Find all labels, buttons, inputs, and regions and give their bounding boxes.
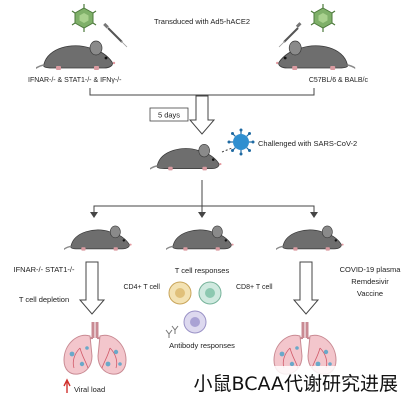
coronavirus-icon xyxy=(227,128,255,156)
cd4-cell-icon xyxy=(168,281,192,305)
antibody-icon xyxy=(165,325,179,338)
mouse-left-outcome xyxy=(64,225,133,254)
mouse-challenged xyxy=(150,143,223,174)
caption: 小鼠BCAA代谢研究进展 xyxy=(194,373,399,395)
b-cell-icon xyxy=(183,310,207,334)
down-arrow-1 xyxy=(188,95,216,135)
mouse-right-outcome xyxy=(276,225,345,254)
down-arrow-right xyxy=(292,261,320,315)
right-outcome-title: COVID-19 plasma xyxy=(340,265,402,274)
caption-backdrop xyxy=(128,366,404,400)
cd8-label: CD8+ T cell xyxy=(236,284,273,291)
challenge-label: Challenged with SARS-CoV-2 xyxy=(258,139,357,148)
cd8-cell-icon xyxy=(198,281,222,305)
syringe-icon-right xyxy=(278,22,302,48)
antibody-label: Antibody responses xyxy=(169,341,235,350)
lung-left xyxy=(62,320,128,376)
left-strain-label: IFNAR-/- & STAT1-/- & IFNγ-/- xyxy=(28,77,122,84)
virus-icon-left xyxy=(71,4,97,32)
cd4-label: CD4+ T cell xyxy=(123,284,160,291)
middle-outcome-title: T cell responses xyxy=(175,266,230,275)
mouse-middle-outcome xyxy=(166,225,235,254)
branch-connector xyxy=(93,180,315,214)
virus-icon-right xyxy=(310,4,336,32)
branch-arrowhead-middle xyxy=(198,212,206,218)
viral-load-indicator: Viral load xyxy=(63,378,105,394)
challenge-dashes xyxy=(221,147,233,153)
svg-text:Viral load: Viral load xyxy=(74,385,105,394)
branch-arrowhead-right xyxy=(310,212,318,218)
transduction-label: Transduced with Ad5-hACE2 xyxy=(154,17,250,26)
left-outcome-sub: T cell depletion xyxy=(19,295,69,304)
left-outcome-title: IFNAR-/- STAT1-/- xyxy=(14,265,75,274)
svg-text:5 days: 5 days xyxy=(158,111,180,120)
syringe-icon-left xyxy=(103,22,128,48)
right-strain-label: C57BL/6 & BALB/c xyxy=(309,77,369,84)
right-remdesivir-label: Remdesivir xyxy=(351,277,389,286)
mouse-right-top xyxy=(275,40,356,74)
down-arrow-left xyxy=(78,261,106,315)
mouse-left-top xyxy=(36,40,117,74)
branch-arrowhead-left xyxy=(90,212,98,218)
right-vaccine-label: Vaccine xyxy=(357,289,383,298)
interval-badge: 5 days xyxy=(149,107,189,122)
